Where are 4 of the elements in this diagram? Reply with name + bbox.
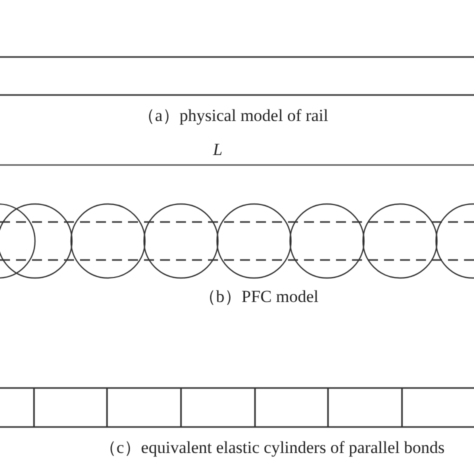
- caption: （a）physical model of rail: [138, 106, 328, 126]
- caption: （b）PFC model: [199, 287, 318, 307]
- caption: （c）equivalent elastic cylinders of parallel bonds: [100, 438, 445, 458]
- length-symbol: L: [213, 140, 222, 160]
